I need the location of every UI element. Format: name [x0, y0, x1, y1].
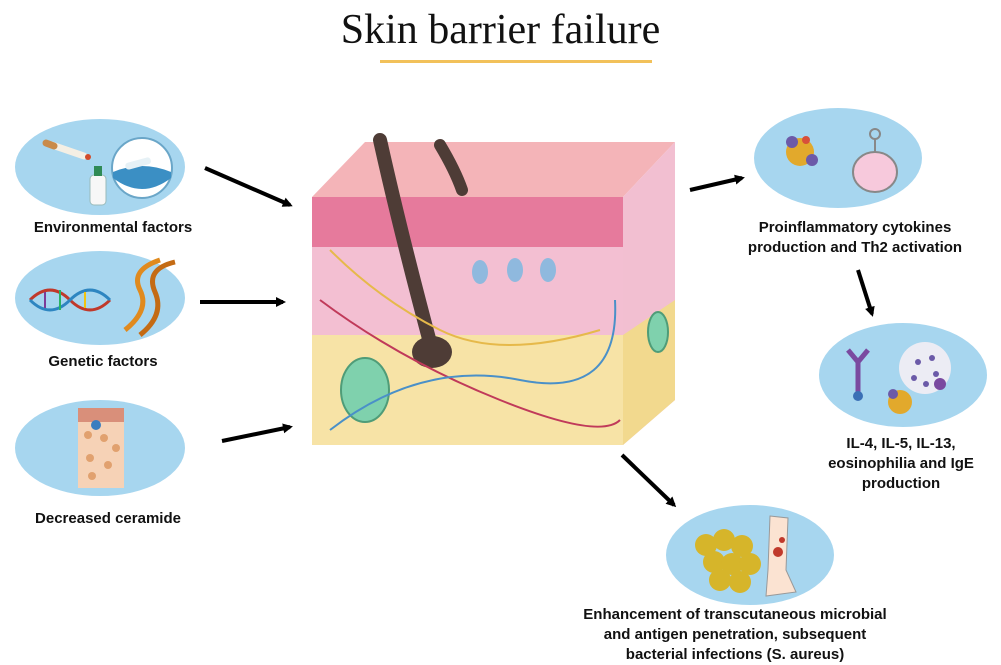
infection-label-line-3: bacterial infections (S. aureus): [520, 645, 950, 665]
arrow-environmental: [205, 168, 290, 205]
arrow-ceramide: [222, 427, 290, 441]
cytokines-bubble: [754, 108, 922, 208]
interleukins-label-line-1: IL-4, IL-5, IL-13,: [806, 434, 996, 454]
skin-cells-icon: [78, 408, 124, 488]
infection-label-line-2: and antigen penetration, subsequent: [520, 625, 950, 645]
cytokines-label-line-1: Proinflammatory cytokines: [718, 218, 992, 238]
interleukins-bubble: [819, 323, 987, 427]
arrow-to-cytokines: [690, 178, 742, 190]
arrow-to-interleukins: [858, 270, 872, 314]
infection-label: Enhancement of transcutaneous microbial …: [520, 605, 950, 665]
interleukins-label-line-2: eosinophilia and IgE: [806, 454, 996, 474]
genetic-factors-label: Genetic factors: [8, 352, 198, 372]
water-pollution-icon: [112, 138, 172, 198]
environmental-factors-label: Environmental factors: [8, 218, 218, 238]
interleukins-label: IL-4, IL-5, IL-13, eosinophilia and IgE …: [806, 434, 996, 494]
skin-cross-section: [312, 140, 675, 445]
environmental-factors-bubble: [15, 119, 185, 215]
infection-label-line-1: Enhancement of transcutaneous microbial: [520, 605, 950, 625]
infection-bubble: [666, 505, 834, 605]
cytokines-label-line-2: production and Th2 activation: [718, 238, 992, 258]
decreased-ceramide-bubble: [15, 400, 185, 496]
interleukins-label-line-3: production: [806, 474, 996, 494]
arrow-to-infection: [622, 455, 674, 505]
decreased-ceramide-label: Decreased ceramide: [8, 509, 208, 529]
genetic-factors-bubble: [15, 251, 185, 345]
cytokines-label: Proinflammatory cytokines production and…: [718, 218, 992, 258]
eosinophil-icon: [899, 342, 951, 394]
